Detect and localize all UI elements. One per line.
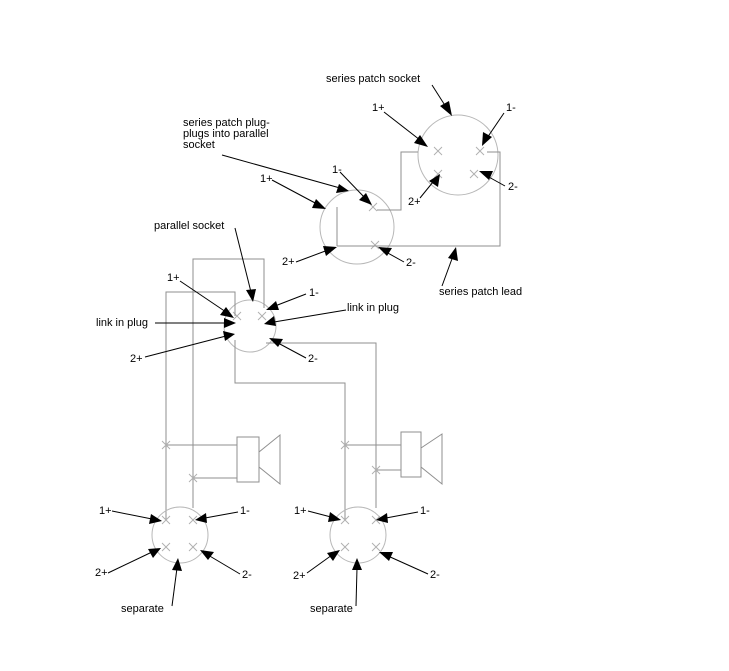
label-plug-1minus: 1- bbox=[332, 164, 342, 176]
speaker-left bbox=[161, 433, 281, 486]
speaker-right bbox=[340, 431, 443, 486]
label-parallel-2plus: 2+ bbox=[130, 353, 143, 365]
socket-pin-1minus bbox=[475, 146, 485, 156]
parallel-socket bbox=[223, 299, 277, 353]
plug-pin-2minus bbox=[370, 240, 380, 250]
label-link-in-plug-left: link in plug bbox=[96, 317, 148, 329]
callout-arrows bbox=[107, 84, 506, 607]
label-series-patch-lead: series patch lead bbox=[439, 286, 522, 298]
series-patch-plug bbox=[319, 189, 395, 265]
socket-pin-1plus bbox=[433, 146, 443, 156]
parallel-wiring bbox=[165, 258, 377, 520]
socket-pin-2plus bbox=[433, 169, 443, 179]
label-right-1minus: 1- bbox=[420, 505, 430, 517]
label-left-1minus: 1- bbox=[240, 505, 250, 517]
label-parallel-2minus: 2- bbox=[308, 353, 318, 365]
parallel-pin-1plus bbox=[232, 311, 242, 321]
label-link-in-plug-right: link in plug bbox=[347, 302, 399, 314]
label-separate-left: separate bbox=[121, 603, 164, 615]
label-socket-1plus: 1+ bbox=[372, 102, 385, 114]
label-right-2minus: 2- bbox=[430, 569, 440, 581]
speaker-left-terminal-b bbox=[188, 473, 198, 483]
label-socket-1minus: 1- bbox=[506, 102, 516, 114]
speaker-right-terminal-a bbox=[340, 440, 350, 450]
label-plug-2minus: 2- bbox=[406, 257, 416, 269]
speaker-left-terminal-a bbox=[161, 440, 171, 450]
label-socket-2plus: 2+ bbox=[408, 196, 421, 208]
label-separate-right: separate bbox=[310, 603, 353, 615]
label-parallel-socket: parallel socket bbox=[154, 220, 224, 232]
label-series-patch-plug-2: plugs into parallel bbox=[183, 128, 269, 140]
label-parallel-1minus: 1- bbox=[309, 287, 319, 299]
series-patch-socket bbox=[417, 114, 499, 196]
label-plug-2plus: 2+ bbox=[282, 256, 295, 268]
separate-socket-left bbox=[151, 506, 209, 564]
text-labels: series patch socket 1+ 1- 2+ 2- series p… bbox=[95, 73, 522, 615]
socket-pin-2minus bbox=[469, 169, 479, 179]
label-left-2plus: 2+ bbox=[95, 567, 108, 579]
label-series-patch-socket: series patch socket bbox=[326, 73, 420, 85]
separate-socket-right bbox=[329, 506, 387, 564]
label-left-1plus: 1+ bbox=[99, 505, 112, 517]
label-right-1plus: 1+ bbox=[294, 505, 307, 517]
label-series-patch-plug-3: socket bbox=[183, 139, 215, 151]
series-patch-lead-wire bbox=[336, 151, 501, 247]
label-left-2minus: 2- bbox=[242, 569, 252, 581]
label-parallel-1plus: 1+ bbox=[167, 272, 180, 284]
label-plug-1plus: 1+ bbox=[260, 173, 273, 185]
parallel-pin-1minus bbox=[257, 311, 267, 321]
speaker-right-terminal-b bbox=[371, 465, 381, 475]
label-socket-2minus: 2- bbox=[508, 181, 518, 193]
label-right-2plus: 2+ bbox=[293, 570, 306, 582]
label-series-patch-plug-1: series patch plug- bbox=[183, 117, 270, 129]
